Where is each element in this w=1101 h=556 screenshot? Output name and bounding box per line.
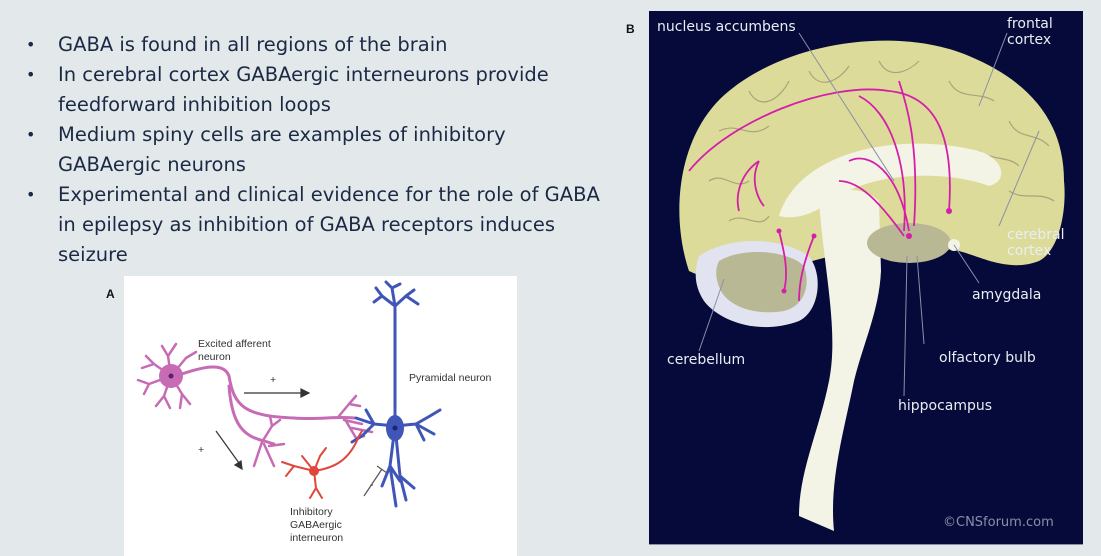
bullet-icon: • <box>26 65 36 84</box>
brain-sagittal-diagram <box>679 32 1065 531</box>
olfactory-bulb-label: olfactory bulb <box>939 350 1036 366</box>
label-leader-lines <box>698 32 1040 397</box>
figure-b-brain-gaba-pathways: nucleus accumbens frontal cortex cerebra… <box>649 11 1083 545</box>
amygdala-label: amygdala <box>972 287 1042 303</box>
hippocampus-label: hippocampus <box>898 398 993 414</box>
plus-sign-1: + <box>270 374 277 386</box>
bullet-item: • Experimental and clinical evidence for … <box>22 180 602 270</box>
panel-b-label: B <box>626 22 635 36</box>
bullet-icon: • <box>26 125 36 144</box>
bullet-item: • In cerebral cortex GABAergic interneuro… <box>22 60 602 120</box>
excitatory-arrow-2 <box>215 430 243 471</box>
nucleus-accumbens-label: nucleus accumbens <box>657 19 796 35</box>
bullet-text: Experimental and clinical evidence for t… <box>58 183 600 266</box>
figure-a-neuron-circuit: Excited afferent neuron Pyramidal neuron… <box>124 276 517 556</box>
plus-sign-2: + <box>198 444 205 456</box>
pyramidal-neuron-illustration <box>350 280 442 508</box>
minus-sign: - <box>370 479 374 491</box>
cerebral-cortex-label: cerebral cortex <box>1007 227 1065 259</box>
bullet-icon: • <box>26 185 36 204</box>
bullet-text: In cerebral cortex GABAergic interneuron… <box>58 63 549 116</box>
copyright-credit: ©CNSforum.com <box>943 515 1054 530</box>
inhibitory-connector <box>363 465 388 497</box>
inhibitory-interneuron-label: Inhibitory GABAergic interneuron <box>290 506 344 544</box>
brainstem-shape <box>799 189 881 531</box>
afferent-neuron-illustration <box>136 342 374 468</box>
neuron-circuit-diagram <box>136 280 442 508</box>
frontal-cortex-label: frontal cortex <box>1007 16 1053 48</box>
gaba-pathways <box>688 80 951 302</box>
bullet-text: Medium spiny cells are examples of inhib… <box>58 123 506 176</box>
interneuron-illustration <box>281 430 363 499</box>
bullet-icon: • <box>26 35 36 54</box>
excited-afferent-label: Excited afferent neuron <box>198 338 271 363</box>
bullet-list: • GABA is found in all regions of the bra… <box>22 30 602 270</box>
panel-a-label: A <box>106 287 115 301</box>
bullet-text: GABA is found in all regions of the brai… <box>58 33 448 56</box>
excitatory-arrow-1 <box>244 388 311 398</box>
cerebellum-label: cerebellum <box>667 352 746 368</box>
bullet-item: • GABA is found in all regions of the bra… <box>22 30 602 60</box>
pyramidal-neuron-label: Pyramidal neuron <box>409 372 492 384</box>
cortex-sulci <box>708 60 1055 223</box>
bullet-item: • Medium spiny cells are examples of inhi… <box>22 120 602 180</box>
